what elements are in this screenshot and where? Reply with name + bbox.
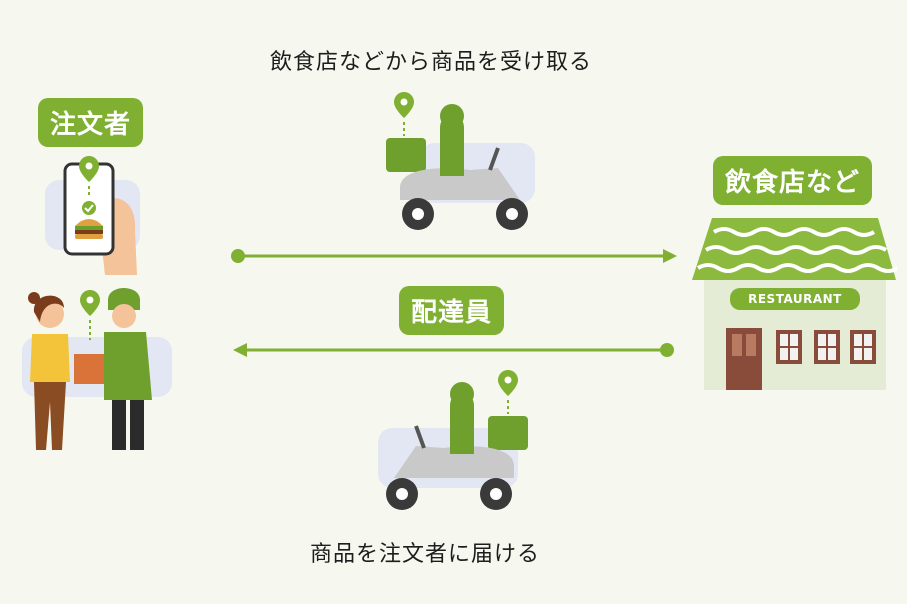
restaurant-building: RESTAURANT (692, 210, 897, 392)
scooter-body (394, 446, 514, 478)
phone-order-illustration (45, 156, 140, 275)
label-orderer: 注文者 (38, 98, 144, 147)
burger-icon (75, 219, 103, 239)
courier-person (104, 288, 152, 450)
restaurant-shape (692, 218, 897, 390)
arrow-right (231, 249, 677, 263)
label-courier: 配達員 (399, 286, 505, 335)
check-icon (82, 201, 96, 215)
delivery-box (386, 138, 426, 172)
rider-jacket (450, 392, 474, 454)
scooter-bottom-illustration (378, 370, 528, 510)
handoff-illustration (22, 288, 172, 450)
rider-jacket (440, 114, 464, 176)
restaurant-sign-text: RESTAURANT (748, 292, 842, 306)
window (850, 330, 876, 364)
flow-arrows (231, 249, 677, 357)
scooter-top-illustration (386, 92, 535, 230)
window (776, 330, 802, 364)
caption-bottom: 商品を注文者に届ける (310, 542, 541, 567)
helmet (450, 382, 474, 406)
arrow-left (233, 343, 674, 357)
label-restaurant: 飲食店など (713, 156, 873, 205)
customer-woman (28, 292, 70, 450)
sign-board (730, 288, 860, 310)
delivery-box (488, 416, 528, 450)
door (726, 328, 762, 390)
scooter-body (400, 168, 520, 200)
window (814, 330, 840, 364)
caption-top: 飲食店などから商品を受け取る (270, 50, 593, 75)
helmet (440, 104, 464, 128)
